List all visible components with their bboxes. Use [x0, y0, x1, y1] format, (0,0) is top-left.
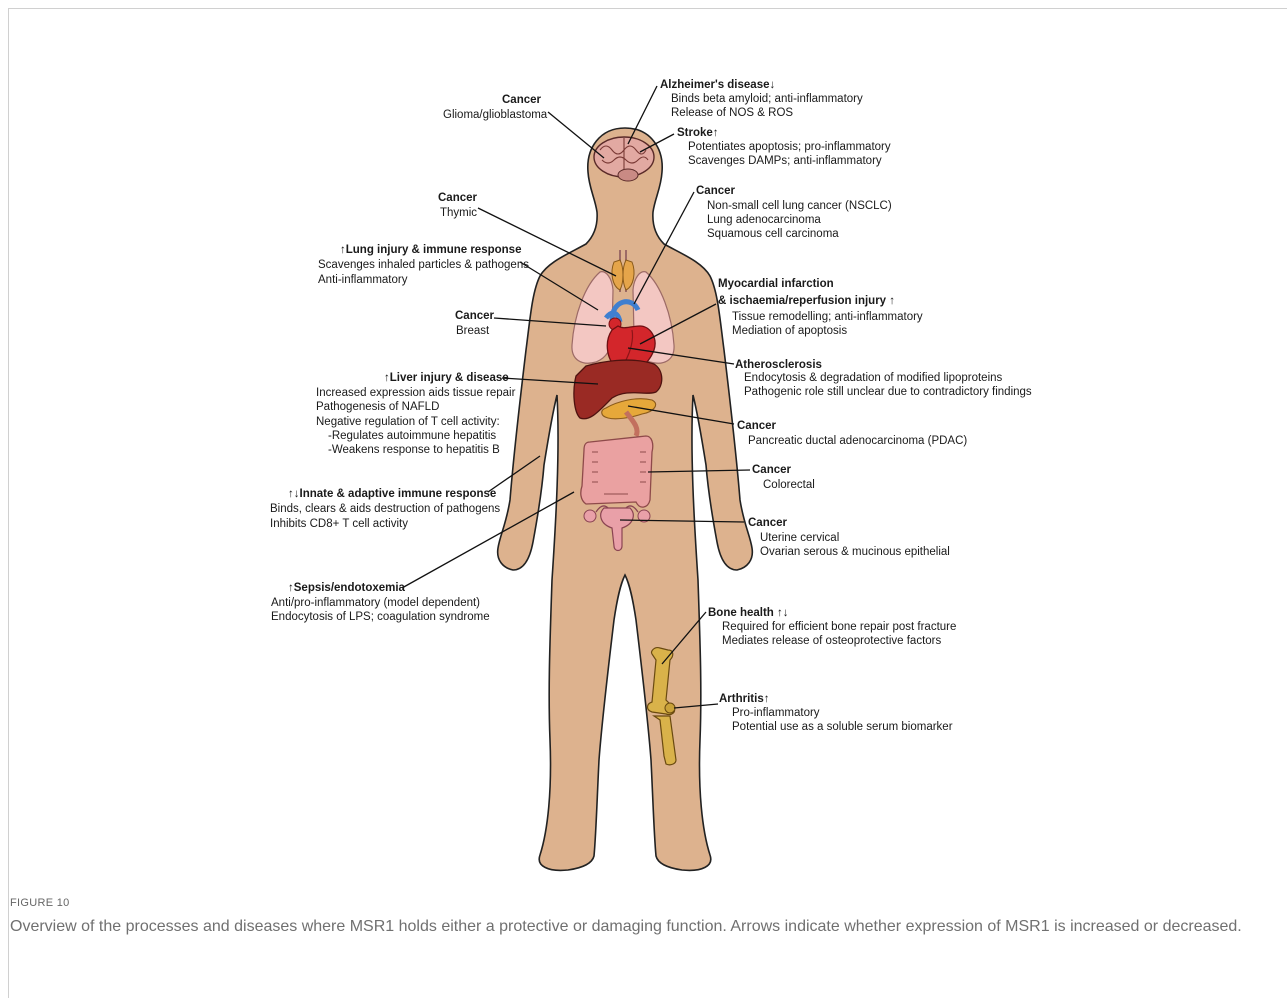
alzheimers-line-2: Release of NOS & ROS — [671, 107, 793, 119]
leader-brain-cancer — [548, 112, 604, 158]
atherosclerosis-title: Atherosclerosis — [735, 359, 822, 371]
liver-line-2: Pathogenesis of NAFLD — [316, 401, 439, 413]
liver-title: ↑Liver injury & disease — [384, 372, 509, 384]
uterine-cancer-title: Cancer — [748, 517, 788, 529]
pancreatic-cancer-title: Cancer — [737, 420, 777, 432]
left-ovary — [584, 510, 596, 522]
innate-line-1: Binds, clears & aids destruction of path… — [270, 503, 500, 515]
myocardial-line-2: Mediation of apoptosis — [732, 325, 847, 337]
lung-cancer-line-2: Lung adenocarcinoma — [707, 214, 821, 226]
innate-title: ↑↓Innate & adaptive immune response — [288, 488, 496, 500]
arthritis-line-2: Potential use as a soluble serum biomark… — [732, 721, 953, 733]
lung-injury-line-1: Scavenges inhaled particles & pathogens — [318, 259, 529, 271]
lung-cancer-line-3: Squamous cell carcinoma — [707, 228, 839, 240]
bone-line-1: Required for efficient bone repair post … — [722, 621, 956, 633]
sepsis-line-2: Endocytosis of LPS; coagulation syndrome — [271, 611, 490, 623]
lung-injury-title: ↑Lung injury & immune response — [340, 244, 521, 256]
colorectal-cancer-line: Colorectal — [763, 479, 815, 491]
uterine-cancer-line-1: Uterine cervical — [760, 532, 839, 544]
atherosclerosis-line-1: Endocytosis & degradation of modified li… — [744, 372, 1003, 384]
myocardial-title-1: Myocardial infarction — [718, 278, 834, 290]
msr1-body-diagram: Cancer Glioma/glioblastoma Alzheimer's d… — [0, 0, 1288, 890]
thymic-cancer-line: Thymic — [440, 207, 477, 219]
figure-caption: Overview of the processes and diseases w… — [10, 916, 1270, 938]
uterine-cancer-line-2: Ovarian serous & mucinous epithelial — [760, 546, 950, 558]
sepsis-line-1: Anti/pro-inflammatory (model dependent) — [271, 597, 480, 609]
stroke-line-1: Potentiates apoptosis; pro-inflammatory — [688, 141, 891, 153]
atherosclerosis-line-2: Pathogenic role still unclear due to con… — [744, 386, 1032, 398]
liver-line-4: -Regulates autoimmune hepatitis — [328, 430, 496, 442]
liver-line-3: Negative regulation of T cell activity: — [316, 416, 500, 428]
liver-line-1: Increased expression aids tissue repair — [316, 387, 516, 399]
brain-cancer-line: Glioma/glioblastoma — [443, 109, 548, 121]
myocardial-line-1: Tissue remodelling; anti-inflammatory — [732, 311, 923, 323]
pancreatic-cancer-line: Pancreatic ductal adenocarcinoma (PDAC) — [748, 435, 967, 447]
arthritis-title: Arthritis↑ — [719, 693, 769, 705]
alzheimers-line-1: Binds beta amyloid; anti-inflammatory — [671, 93, 863, 105]
breast-cancer-title: Cancer — [455, 310, 495, 322]
brain-cancer-title: Cancer — [502, 94, 542, 106]
bone-title: Bone health ↑↓ — [708, 607, 789, 619]
knee-joint — [665, 703, 675, 713]
thymic-cancer-title: Cancer — [438, 192, 478, 204]
myocardial-title-2: & ischaemia/reperfusion injury ↑ — [718, 295, 895, 307]
lung-cancer-title: Cancer — [696, 185, 736, 197]
breast-cancer-line: Breast — [456, 325, 490, 337]
cerebellum — [618, 169, 638, 181]
colorectal-cancer-title: Cancer — [752, 464, 792, 476]
stroke-title: Stroke↑ — [677, 127, 719, 139]
alzheimers-title: Alzheimer's disease↓ — [660, 79, 775, 91]
bone-line-2: Mediates release of osteoprotective fact… — [722, 635, 942, 647]
stroke-line-2: Scavenges DAMPs; anti-inflammatory — [688, 155, 882, 167]
figure-label: FIGURE 10 — [10, 897, 70, 909]
arthritis-line-1: Pro-inflammatory — [732, 707, 820, 719]
lung-injury-line-2: Anti-inflammatory — [318, 274, 408, 286]
liver-line-5: -Weakens response to hepatitis B — [328, 444, 500, 456]
innate-line-2: Inhibits CD8+ T cell activity — [270, 518, 408, 530]
sepsis-title: ↑Sepsis/endotoxemia — [288, 582, 406, 594]
lung-cancer-line-1: Non-small cell lung cancer (NSCLC) — [707, 200, 892, 212]
